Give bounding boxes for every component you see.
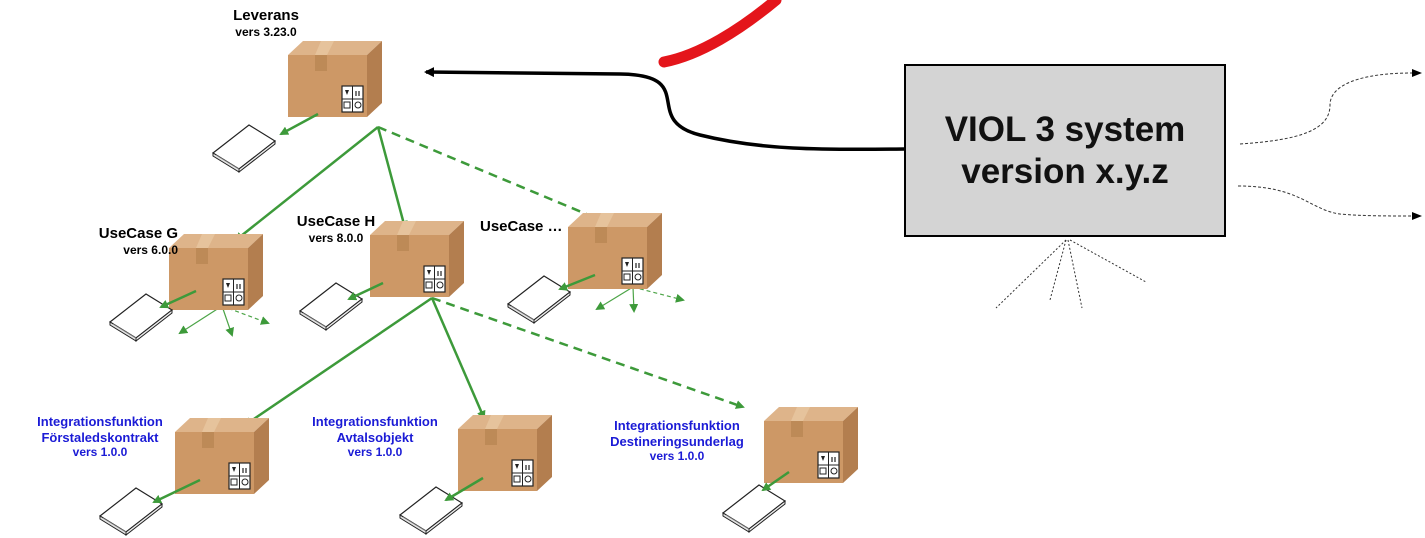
system-box-version: version x.y.z	[961, 151, 1169, 191]
node-if-avtalsobjekt-label: Integrationsfunktion Avtalsobjekt vers 1…	[292, 414, 458, 460]
node-if-forstaled-sub: Förstaledskontrakt	[41, 429, 159, 445]
node-if-forstaled-name: Integrationsfunktion	[37, 414, 163, 429]
document-icon-usecase-h	[299, 282, 363, 331]
node-usecase-etc-name: UseCase …	[480, 218, 563, 235]
edge-usecase-h-if-forstaled	[243, 296, 433, 427]
box-usecase-etc	[567, 212, 663, 290]
red-highlight-stroke	[658, 0, 782, 68]
document-icon-if-destinering	[722, 484, 786, 533]
dashed-connector-lower	[1237, 185, 1413, 217]
document-icon-usecase-g	[109, 293, 173, 342]
box-if-destinering	[763, 406, 859, 484]
node-if-destinering-label: Integrationsfunktion Destineringsunderla…	[588, 418, 766, 464]
node-usecase-h-name: UseCase H	[296, 213, 376, 230]
usecase-etc-subedges	[595, 286, 685, 313]
box-if-forstaled	[174, 417, 270, 495]
node-if-forstaled-version: vers 1.0.0	[72, 445, 128, 460]
system-box-title: VIOL 3 system	[944, 109, 1186, 149]
node-if-destinering-name: Integrationsfunktion	[614, 418, 740, 433]
box-leverans	[287, 40, 383, 118]
box-document-links	[152, 112, 790, 504]
box-usecase-g	[168, 233, 264, 311]
node-leverans-name: Leverans	[233, 7, 299, 24]
node-if-forstaled-label: Integrationsfunktion Förstaledskontrakt …	[16, 414, 184, 460]
edge-system-to-leverans	[424, 67, 905, 152]
node-usecase-g-version: vers 6.0.0	[123, 243, 178, 257]
node-usecase-h-label: UseCase H vers 8.0.0	[286, 213, 386, 245]
node-usecase-g-label: UseCase G vers 6.0.0	[60, 225, 178, 257]
node-usecase-etc-label: UseCase …	[480, 218, 563, 236]
node-usecase-g-name: UseCase G	[98, 225, 178, 242]
box-if-avtalsobjekt	[457, 414, 553, 492]
system-fan-lines	[995, 239, 1147, 309]
node-if-avtalsobjekt-version: vers 1.0.0	[347, 445, 403, 460]
node-leverans-version: vers 3.23.0	[235, 25, 297, 39]
dashed-connector-upper	[1239, 72, 1413, 145]
usecase-g-subedges	[178, 305, 270, 337]
document-icon-leverans	[212, 124, 276, 173]
document-icon-if-forstaled	[99, 487, 163, 536]
edge-leverans-usecase-h	[376, 126, 408, 230]
system-version-box: VIOL 3 system version x.y.z	[904, 64, 1226, 237]
node-usecase-h-version: vers 8.0.0	[308, 231, 364, 245]
node-if-destinering-version: vers 1.0.0	[649, 449, 705, 464]
edge-leverans-usecase-g	[234, 126, 379, 242]
node-if-avtalsobjekt-sub: Avtalsobjekt	[336, 429, 414, 445]
document-icon-if-avtalsobjekt	[399, 486, 463, 535]
edge-leverans-usecase-etc	[377, 125, 605, 223]
edge-usecase-h-if-destinering	[431, 296, 745, 409]
document-icon-usecase-etc	[507, 275, 571, 324]
node-if-avtalsobjekt-name: Integrationsfunktion	[312, 414, 438, 429]
edge-usecase-h-if-avtalsobjekt	[430, 297, 486, 420]
node-leverans-label: Leverans vers 3.23.0	[210, 7, 322, 39]
node-if-destinering-sub: Destineringsunderlag	[610, 433, 744, 449]
